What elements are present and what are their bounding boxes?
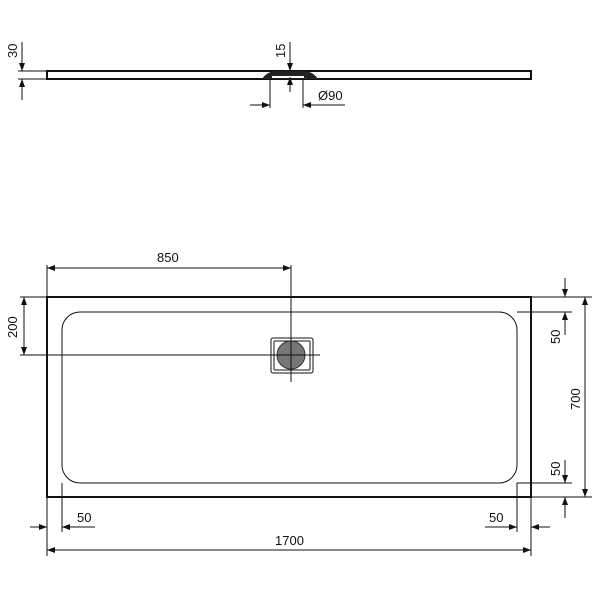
side-view: 30 15 Ø90 [5, 42, 532, 108]
plan-view: 850 200 700 50 50 50 50 1700 [5, 250, 592, 556]
rim-bottom-label: 50 [548, 462, 563, 476]
height-label: 30 [5, 44, 20, 58]
rim-right-label: 50 [489, 510, 503, 525]
drain-offset-y-label: 200 [5, 316, 20, 338]
length-label: 1700 [275, 533, 304, 548]
width-label: 700 [568, 388, 583, 410]
drain-diameter-label: Ø90 [318, 88, 343, 103]
tray-basin [61, 311, 518, 484]
drain-offset-x-label: 850 [157, 250, 179, 265]
drain-depth-label: 15 [273, 44, 288, 58]
rim-top-label: 50 [548, 330, 563, 344]
tray-outline [46, 296, 532, 498]
rim-left-label: 50 [77, 510, 91, 525]
